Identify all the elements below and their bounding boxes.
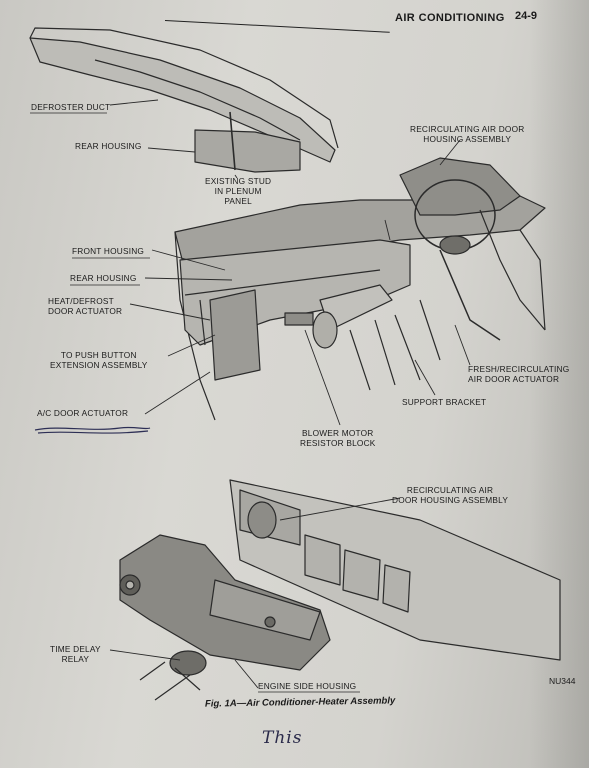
recirc-door-opening-bottom [247, 501, 277, 539]
label-defroster-duct: DEFROSTER DUCT [31, 102, 111, 112]
label-recirc-housing-bottom: RECIRCULATING AIR DOOR HOUSING ASSEMBLY [392, 485, 509, 505]
label-front-housing: FRONT HOUSING [72, 246, 145, 256]
rear-housing-upper-shape [194, 129, 301, 173]
label-engine-side-housing: ENGINE SIDE HOUSING [258, 681, 357, 691]
label-push-button-extension: TO PUSH BUTTON EXTENSION ASSEMBLY [50, 350, 148, 370]
defroster-duct-shape [29, 37, 336, 163]
plenum-recirc-housing-shape [399, 157, 521, 216]
label-support-bracket: SUPPORT BRACKET [402, 397, 487, 407]
section-title: AIR CONDITIONING [395, 12, 505, 24]
label-rear-housing-top: REAR HOUSING [75, 141, 142, 151]
handwritten-note: This [262, 728, 303, 748]
page-number: 24-9 [515, 10, 538, 22]
label-fresh-recirc-actuator: FRESH/RECIRCULATING AIR DOOR ACTUATOR [468, 364, 570, 384]
label-recirc-housing-top: RECIRCULATING AIR DOOR HOUSING ASSEMBLY [410, 124, 525, 144]
label-ac-door-actuator: A/C DOOR ACTUATOR [37, 408, 129, 418]
time-delay-relay-shape [169, 650, 207, 676]
label-rear-housing-mid: REAR HOUSING [70, 273, 137, 283]
label-time-delay-relay: TIME DELAY RELAY [50, 644, 101, 664]
label-blower-resistor: BLOWER MOTOR RESISTOR BLOCK [300, 428, 376, 448]
figure-code: NU344 [549, 676, 576, 686]
blower-resistor-rect [284, 312, 314, 326]
label-existing-stud: EXISTING STUD IN PLENUM PANEL [205, 176, 272, 206]
label-heat-defrost-actuator: HEAT/DEFROST DOOR ACTUATOR [48, 296, 123, 316]
